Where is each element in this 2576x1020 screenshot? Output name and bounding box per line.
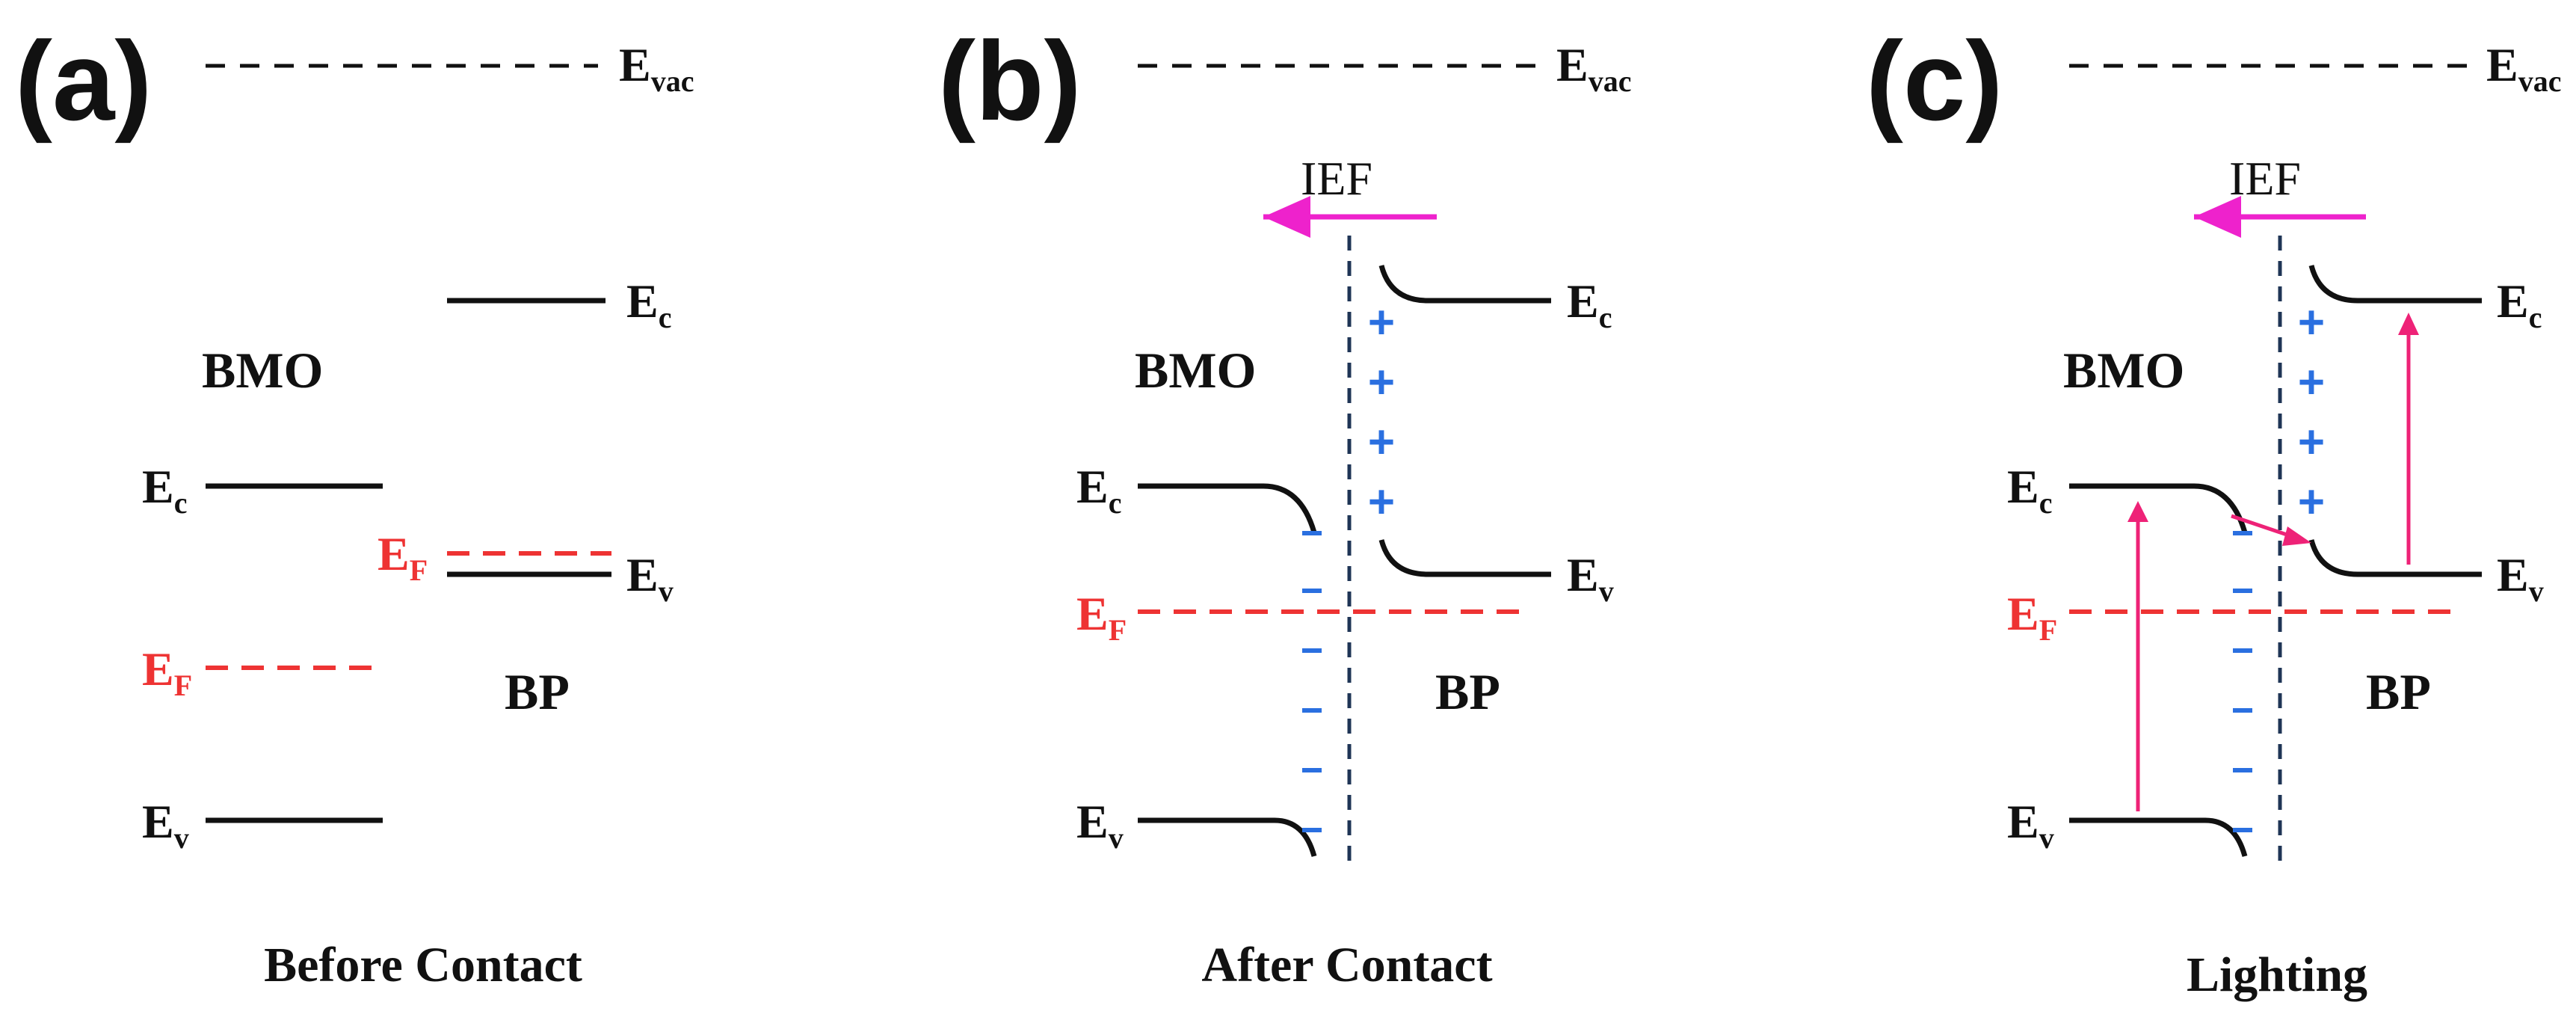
bp-conduction-band bbox=[2308, 265, 2482, 304]
positive-charge: + bbox=[2298, 476, 2325, 528]
bp-ec-label: Ec bbox=[1567, 274, 1612, 334]
bmo-valence-band bbox=[2069, 817, 2248, 857]
positive-charge: + bbox=[2298, 297, 2325, 348]
bp-valence-band bbox=[1378, 539, 1551, 577]
positive-charge: + bbox=[1368, 357, 1395, 408]
positive-charge: + bbox=[2298, 417, 2325, 468]
bp-ec-label: Ec bbox=[626, 274, 671, 334]
panel-c-caption: Lighting bbox=[2187, 947, 2367, 1002]
bmo-label: BMO bbox=[1135, 342, 1256, 399]
bmo-conduction-band bbox=[2069, 483, 2248, 533]
vacuum-level-label: Evac bbox=[2486, 38, 2561, 98]
bp-ec-label: Ec bbox=[2497, 274, 2542, 334]
bmo-ev-label: Ev bbox=[1076, 795, 1124, 855]
panel-a: (a) Evac BMO BP Ec EF Ev Ec EF Ev Before… bbox=[15, 18, 694, 992]
positive-charge: + bbox=[1368, 476, 1395, 528]
positive-charge: + bbox=[2298, 357, 2325, 408]
bmo-excitation-arrowhead bbox=[2127, 501, 2148, 522]
panel-letter-b: (b) bbox=[938, 18, 1082, 144]
ief-label: IEF bbox=[1301, 152, 1372, 205]
bmo-ev-label: Ev bbox=[142, 795, 189, 855]
bmo-ef-label: EF bbox=[1076, 587, 1127, 647]
electron-transfer-arrow bbox=[2231, 514, 2294, 539]
bp-label: BP bbox=[2366, 663, 2431, 720]
bp-ev-label: Ev bbox=[626, 548, 674, 608]
panel-b: (b) Evac IEF BMO BP Ec Ev EF Ec Ev + + +… bbox=[938, 18, 1631, 992]
bmo-label: BMO bbox=[202, 342, 323, 399]
panel-a-caption: Before Contact bbox=[264, 938, 582, 992]
panel-b-caption: After Contact bbox=[1201, 938, 1492, 992]
bp-ev-label: Ev bbox=[2497, 548, 2544, 608]
bmo-valence-band bbox=[1138, 817, 1317, 857]
bp-ev-label: Ev bbox=[1567, 548, 1614, 608]
bmo-ef-label: EF bbox=[2007, 587, 2057, 647]
bp-valence-band bbox=[2308, 539, 2482, 577]
bmo-ec-label: Ec bbox=[2007, 460, 2052, 520]
positive-charge: + bbox=[1368, 417, 1395, 468]
bmo-ef-label: EF bbox=[142, 642, 192, 702]
panel-letter-c: (c) bbox=[1866, 18, 2003, 144]
positive-charge: + bbox=[1368, 297, 1395, 348]
vacuum-level-label: Evac bbox=[1556, 38, 1631, 98]
bmo-ec-label: Ec bbox=[142, 460, 187, 520]
bmo-ec-label: Ec bbox=[1076, 460, 1121, 520]
bmo-label: BMO bbox=[2063, 342, 2184, 399]
bp-label: BP bbox=[1435, 663, 1500, 720]
ief-label: IEF bbox=[2229, 152, 2301, 205]
vacuum-level-label: Evac bbox=[619, 38, 694, 98]
bp-label: BP bbox=[505, 663, 570, 720]
bp-ef-label: EF bbox=[378, 527, 428, 587]
electron-transfer-arrowhead bbox=[2282, 526, 2311, 546]
panel-c: (c) Evac IEF BMO BP Ec Ev EF Ec Ev + + +… bbox=[1866, 18, 2561, 1002]
bmo-conduction-band bbox=[1138, 483, 1317, 533]
bmo-ev-label: Ev bbox=[2007, 795, 2054, 855]
bp-excitation-arrowhead bbox=[2398, 313, 2419, 335]
bp-conduction-band bbox=[1378, 265, 1551, 304]
panel-letter-a: (a) bbox=[15, 18, 152, 144]
